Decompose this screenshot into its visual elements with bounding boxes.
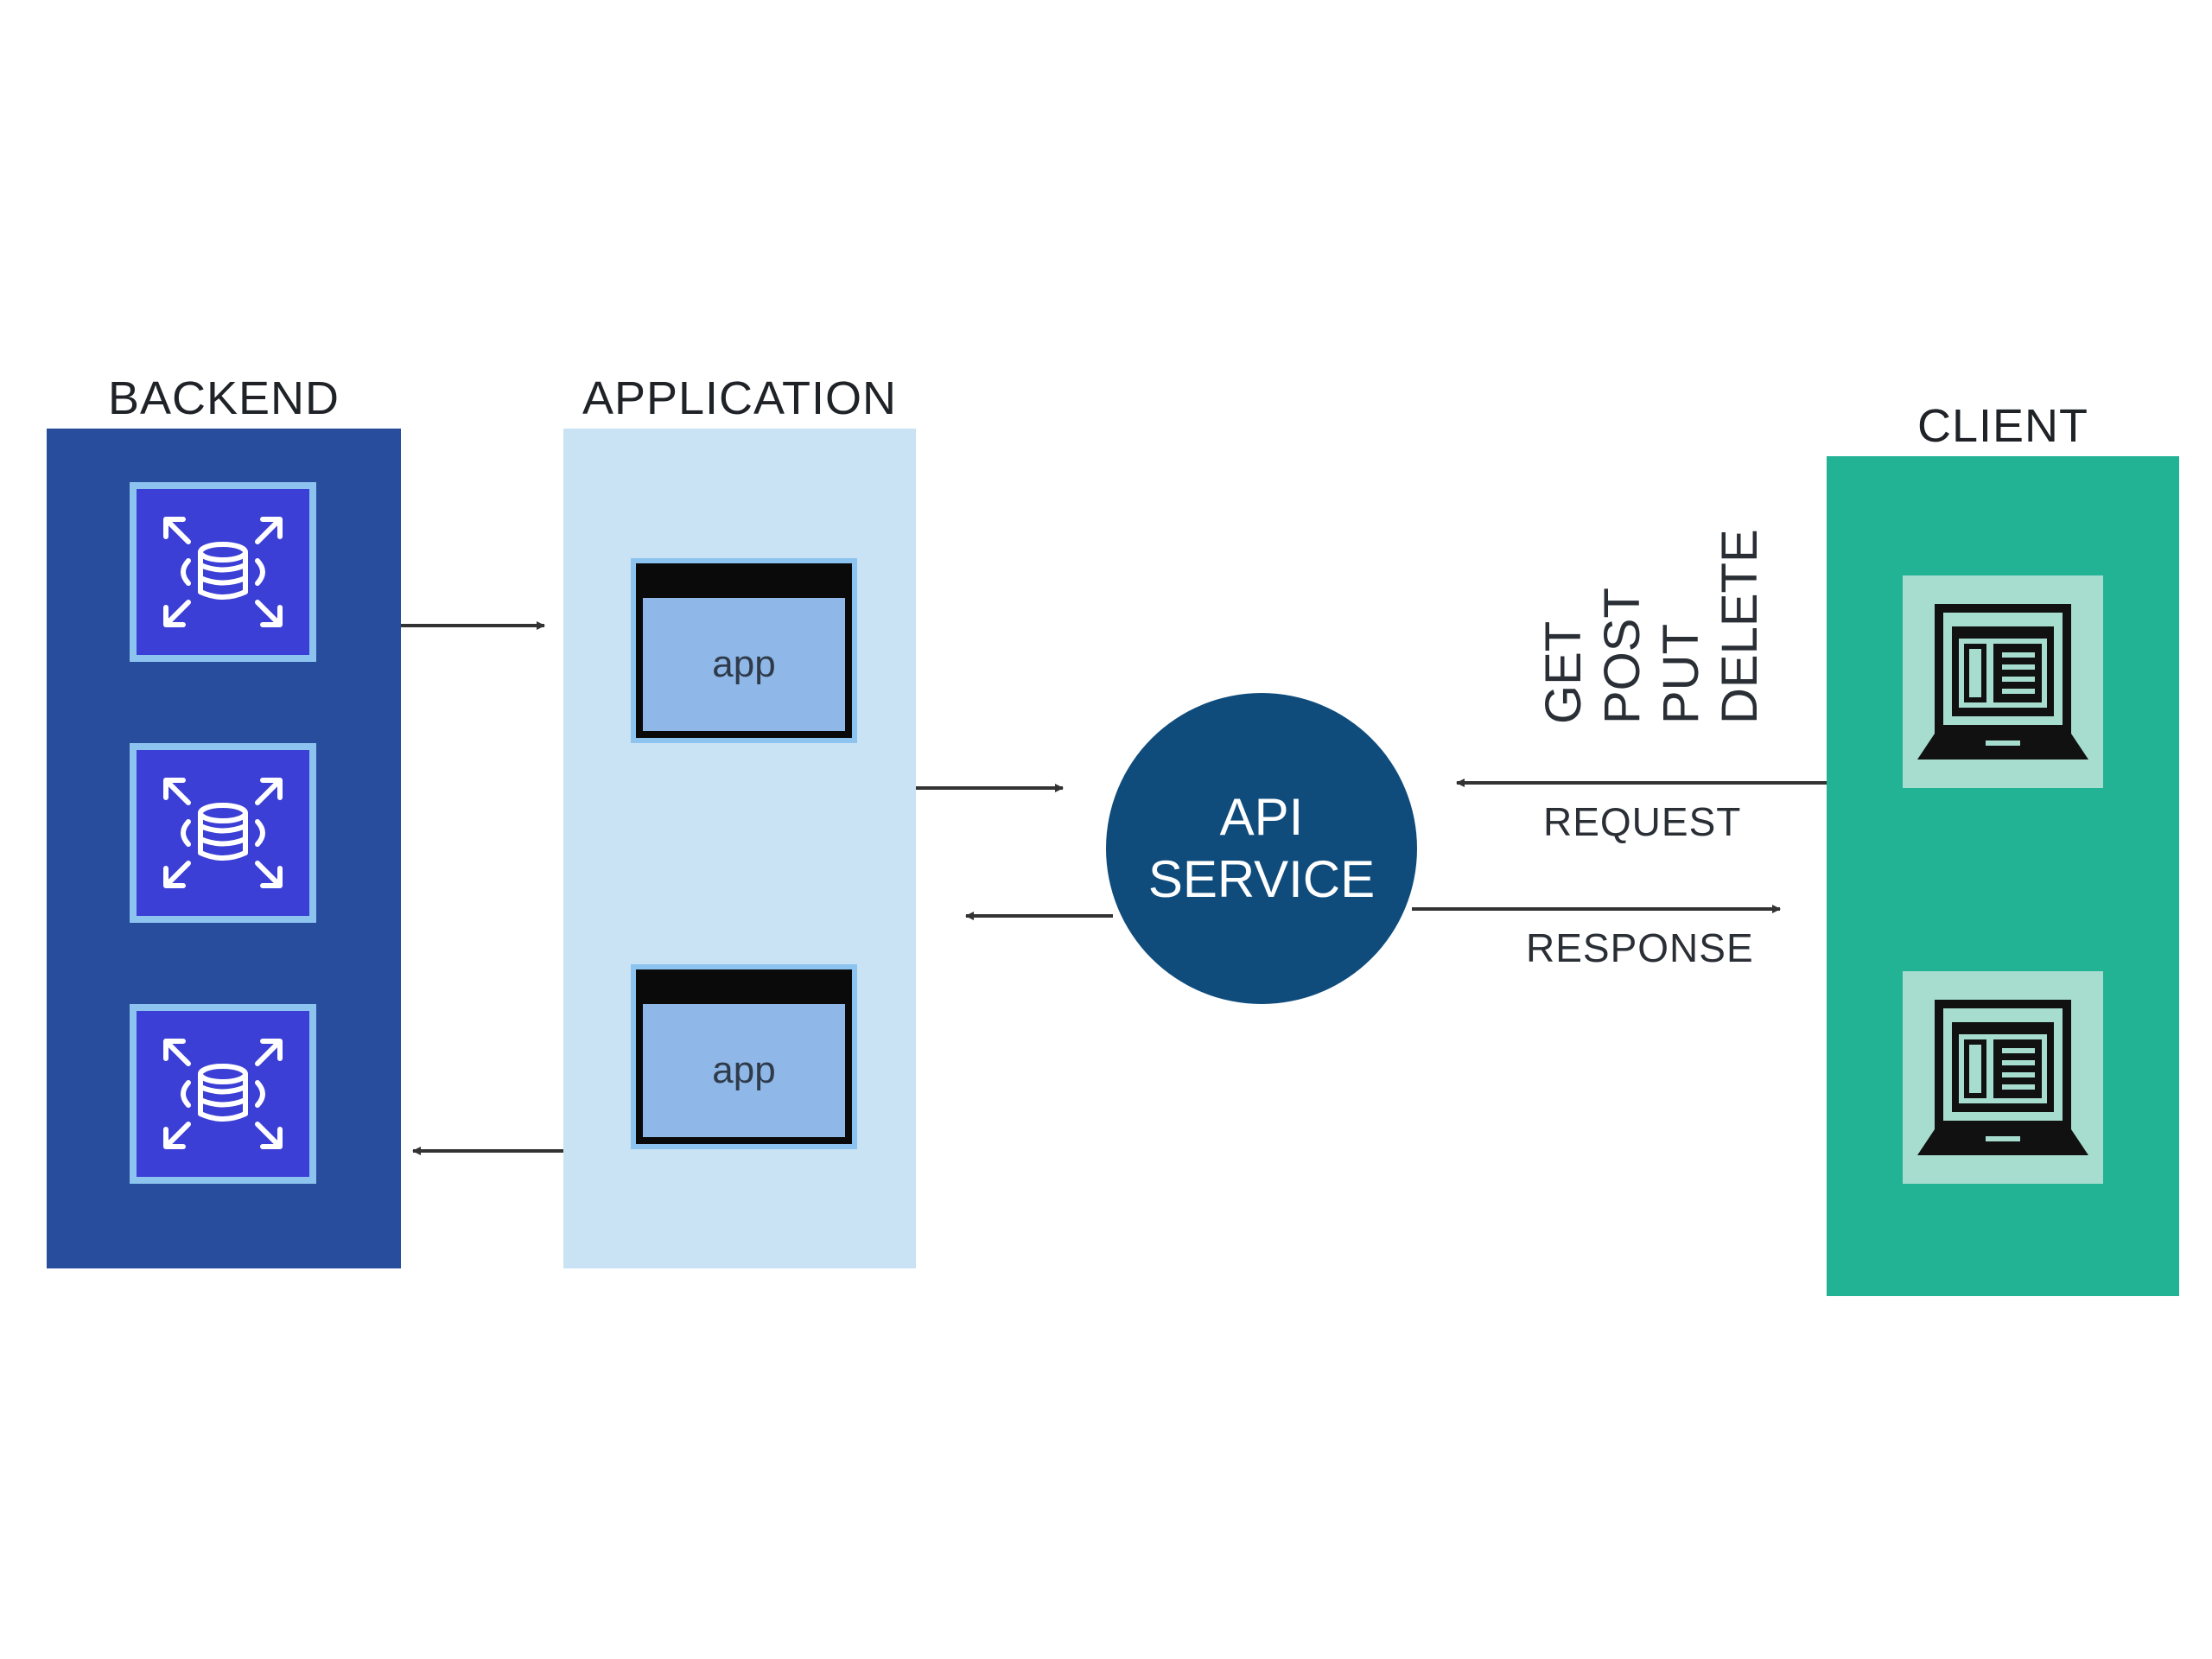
database-tile [130, 743, 316, 923]
database-scaling-icon [163, 778, 283, 888]
method-get: GET [1535, 620, 1592, 724]
request-label: REQUEST [1543, 799, 1742, 844]
method-delete: DELETE [1712, 529, 1768, 724]
api-service-node: API SERVICE [1106, 693, 1417, 1004]
client-title: CLIENT [1916, 400, 2089, 452]
backend-column [47, 429, 401, 1268]
database-scaling-icon [163, 1039, 283, 1149]
database-tile [130, 1004, 316, 1184]
laptop-icon [1917, 1000, 2088, 1155]
database-scaling-icon [163, 517, 283, 627]
app-window: app [631, 558, 857, 743]
database-tile [130, 482, 316, 662]
laptop-icon [1917, 604, 2088, 760]
client-device-tile [1903, 971, 2103, 1184]
method-post: POST [1594, 588, 1650, 724]
application-title: APPLICATION [582, 372, 898, 424]
app-label: app [643, 1004, 845, 1137]
method-put: PUT [1653, 624, 1709, 724]
backend-title: BACKEND [107, 372, 340, 424]
response-label: RESPONSE [1526, 925, 1754, 970]
client-device-tile [1903, 575, 2103, 788]
api-label: API [1219, 788, 1304, 846]
app-label: app [643, 598, 845, 731]
application-column: app app [563, 429, 916, 1268]
service-label: SERVICE [1147, 850, 1376, 908]
app-window: app [631, 964, 857, 1149]
client-column [1827, 456, 2179, 1296]
